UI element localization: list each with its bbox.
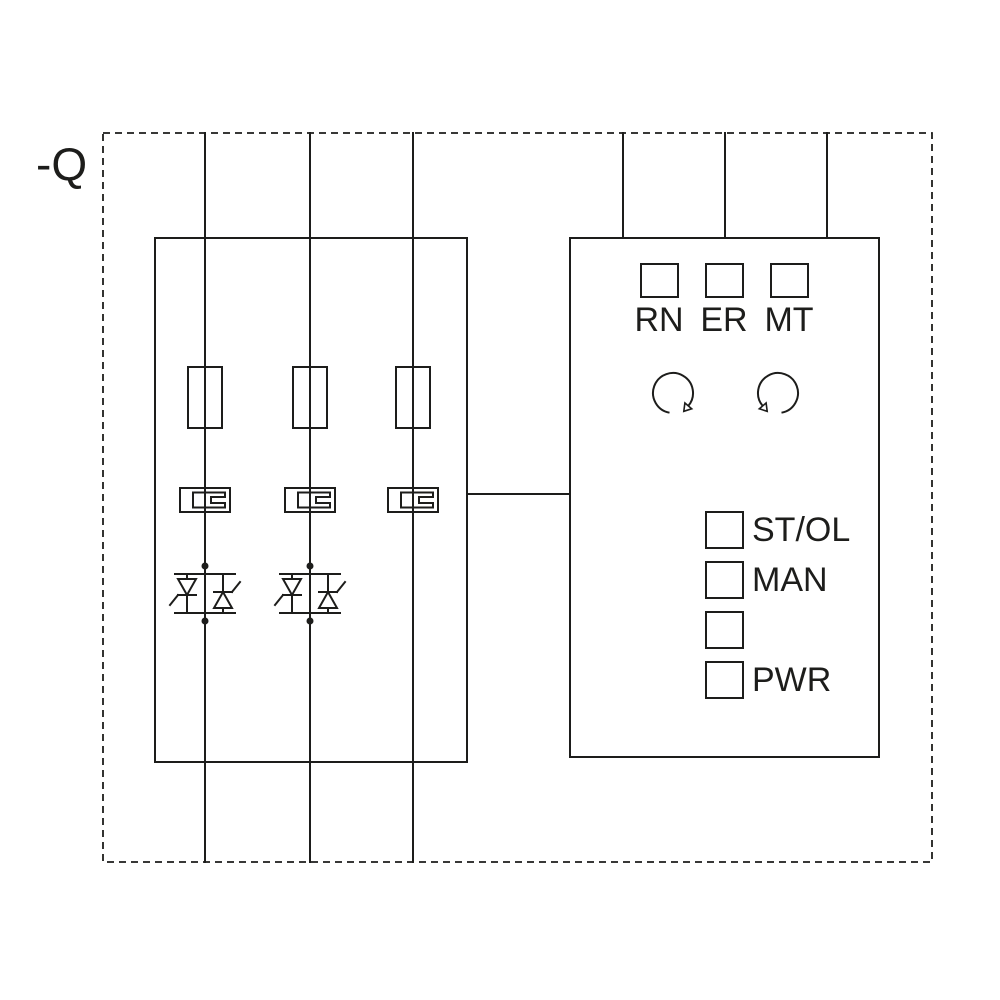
node-dot xyxy=(306,617,314,625)
overload-outline-l1 xyxy=(179,487,231,513)
fuse-symbol-l1 xyxy=(187,366,223,429)
rotary-arrowhead-icon xyxy=(757,401,769,413)
status-led-label-rn: RN xyxy=(634,301,683,339)
thyristor-reverse-icon xyxy=(317,589,339,609)
fuse-symbol-l2 xyxy=(292,366,328,429)
fuse-symbol-l3 xyxy=(395,366,431,429)
overload-latch-icon-l3 xyxy=(400,491,434,509)
status-led-rn xyxy=(640,263,679,298)
overload-outline-l2 xyxy=(284,487,336,513)
overload-latch-icon-l2 xyxy=(297,491,331,509)
status-led-er xyxy=(705,263,744,298)
status-led-label-mt: MT xyxy=(764,301,813,339)
indicator-led-blank xyxy=(705,611,744,649)
device-boundary-dashed xyxy=(102,132,933,863)
node-dot xyxy=(306,562,314,570)
thyristor-gate-lead xyxy=(273,593,285,607)
status-led-label-er: ER xyxy=(700,301,747,339)
control-terminal-lines xyxy=(622,132,828,239)
thyristor-forward-icon xyxy=(281,578,303,598)
rotary-adjuster-icon-right xyxy=(756,372,799,414)
overload-outline-l3 xyxy=(387,487,439,513)
thyristor-pair-l2 xyxy=(273,562,347,625)
node-dot xyxy=(201,562,209,570)
indicator-label-man: MAN xyxy=(752,561,828,599)
fuse-symbols xyxy=(187,366,431,429)
rotary-arrowhead-icon xyxy=(682,401,694,413)
indicator-led-pwr xyxy=(705,661,744,699)
indicator-label-st-ol: ST/OL xyxy=(752,511,850,549)
thyristor-reverse-icon xyxy=(212,589,234,609)
thyristor-gate-lead xyxy=(168,593,180,607)
overload-release-symbol-l2 xyxy=(284,487,336,513)
thyristor-pair-l1 xyxy=(168,562,242,625)
device-designation: -Q xyxy=(36,138,87,190)
front-indicator-group: ST/OL MAN PWR xyxy=(705,511,850,699)
thyristor-forward-icon xyxy=(176,578,198,598)
rotary-adjuster-icon-left xyxy=(652,372,695,414)
indicator-led-st-ol xyxy=(705,511,744,549)
rotary-arc xyxy=(652,372,695,414)
power-section-outline xyxy=(154,237,468,763)
overload-release-symbols xyxy=(179,487,439,513)
node-dot xyxy=(201,617,209,625)
rotary-adjuster-icons xyxy=(652,372,799,414)
indicator-label-pwr: PWR xyxy=(752,661,831,699)
status-led-group: RN ER MT xyxy=(634,263,814,339)
status-led-mt xyxy=(770,263,809,298)
thyristor-gate-lead xyxy=(230,580,242,594)
control-section-outline xyxy=(569,237,880,758)
overload-release-symbol-l1 xyxy=(179,487,231,513)
overload-release-symbol-l3 xyxy=(387,487,439,513)
indicator-led-man xyxy=(705,561,744,599)
overload-latch-icon-l1 xyxy=(192,491,226,509)
rotary-arc xyxy=(756,372,799,414)
phase-conductors xyxy=(204,132,414,863)
thyristor-gate-lead xyxy=(335,580,347,594)
